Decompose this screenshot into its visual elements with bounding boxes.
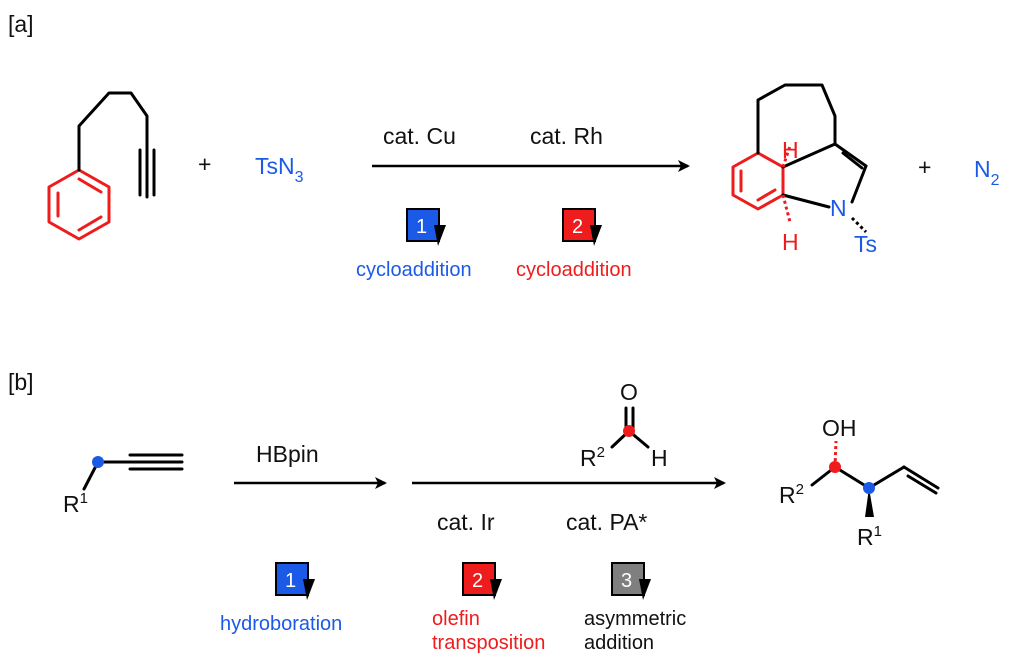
- product-h-bottom: H: [782, 229, 799, 255]
- step-label-asymmetric: asymmetric: [584, 608, 686, 630]
- step-label-cycloaddition-rh: cycloaddition: [516, 259, 632, 281]
- step-number: 1: [416, 216, 427, 238]
- product-nitrogen: N: [830, 195, 847, 221]
- carbonyl-dot: [623, 425, 635, 437]
- tosyl-azide: TsN3: [255, 153, 304, 186]
- homoallylic-alcohol-structure: OH R2 R1: [779, 415, 940, 550]
- substituent-r1: R1: [63, 490, 88, 517]
- phenylbutyne-structure: [47, 91, 156, 241]
- step-number: 2: [572, 216, 583, 238]
- plus-sign: +: [198, 151, 211, 177]
- catalyst-cu: cat. Cu: [383, 123, 456, 149]
- nitrogen-gas: N2: [974, 156, 1000, 189]
- panel-b: [b] R1 HBpin O R2 H cat. Ir cat.: [8, 369, 940, 654]
- product-tosyl: Ts: [854, 231, 877, 257]
- reagent-hbpin: HBpin: [256, 441, 319, 467]
- step-badge-3: 3: [611, 562, 651, 600]
- aldehyde-structure: O R2 H: [580, 379, 668, 471]
- product-r1: R1: [857, 523, 882, 550]
- step-badge-2: 2: [462, 562, 502, 600]
- panel-a-label: [a]: [8, 11, 34, 37]
- aldehyde-r2: R2: [580, 444, 605, 471]
- catalyst-rh: cat. Rh: [530, 123, 603, 149]
- catalyst-pa: cat. PA*: [566, 509, 647, 535]
- stereocenter-r1-dot: [863, 482, 875, 494]
- product-r2: R2: [779, 481, 804, 508]
- step-label-addition: addition: [584, 632, 654, 654]
- step-badge-2: 2: [562, 208, 602, 246]
- step-label-cycloaddition-cu: cycloaddition: [356, 259, 472, 281]
- step-number: 1: [285, 570, 296, 592]
- step-label-olefin: olefin: [432, 608, 480, 630]
- product-oh: OH: [822, 415, 857, 441]
- step-label-transposition: transposition: [432, 632, 545, 654]
- step-label-hydroboration: hydroboration: [220, 613, 342, 635]
- panel-a: [a] + TsN3 cat. Cu cat. Rh 1 cycloadditi…: [8, 11, 1000, 281]
- panel-b-label: [b]: [8, 369, 34, 395]
- aldehyde-hydrogen: H: [651, 445, 668, 471]
- catalyst-ir: cat. Ir: [437, 509, 495, 535]
- aldehyde-oxygen: O: [620, 379, 638, 405]
- stereocenter-oh-dot: [829, 461, 841, 473]
- terminal-alkyne-structure: R1: [63, 453, 184, 517]
- product-h-top: H: [782, 137, 799, 163]
- step-badge-1: 1: [275, 562, 315, 600]
- plus-sign: +: [918, 154, 931, 180]
- stereocenter-dot: [92, 456, 104, 468]
- step-number: 2: [472, 570, 483, 592]
- step-badge-1: 1: [406, 208, 446, 246]
- product-structure: H H N Ts: [731, 83, 877, 257]
- step-number: 3: [621, 570, 632, 592]
